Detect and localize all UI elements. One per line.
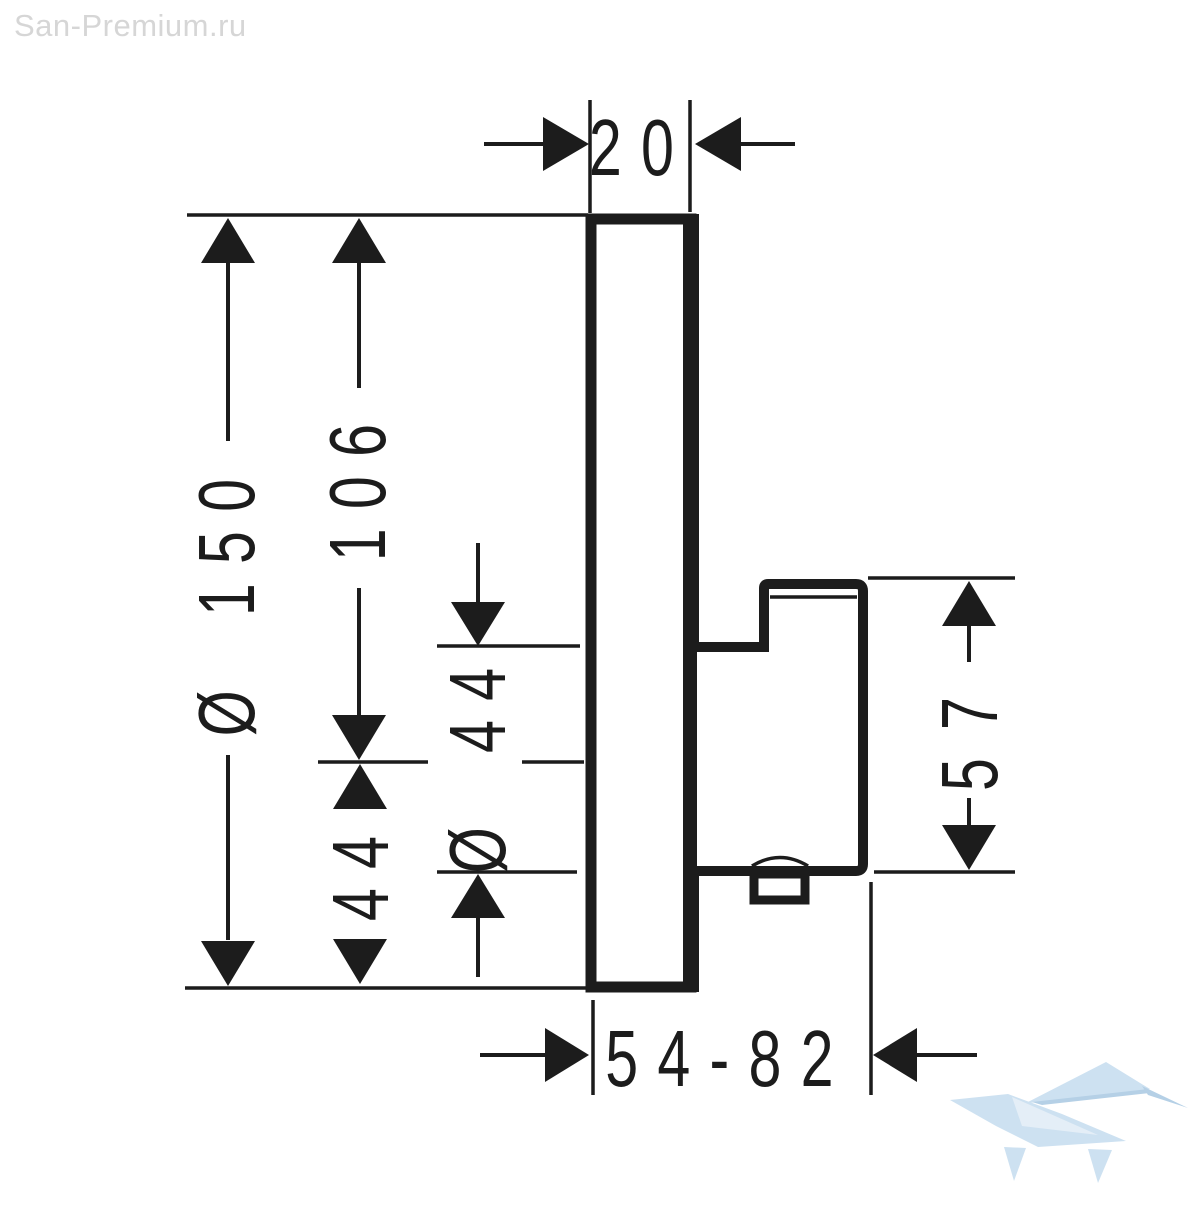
dim-plate-thickness-label: 20	[589, 102, 693, 192]
dim-plate-diameter-label: Ø 150	[181, 460, 271, 737]
arrow-right-icon	[545, 1028, 589, 1082]
dim-plate-diameter: Ø 150	[181, 218, 271, 986]
arrow-up-icon	[451, 874, 505, 918]
dim-top-to-center: 106	[312, 218, 402, 760]
arrow-down-icon	[332, 715, 386, 760]
dim-install-depth-label: 54-82	[605, 1013, 853, 1103]
arrow-up-icon	[201, 218, 255, 263]
logo-wing-tip	[1142, 1086, 1188, 1108]
logo-body-fold	[1012, 1097, 1098, 1135]
dim-body-height-label: 57	[924, 669, 1014, 791]
arrow-up-icon	[332, 218, 386, 263]
arrow-down-icon	[333, 939, 387, 984]
arrow-right-icon	[543, 117, 589, 171]
arrow-left-icon	[695, 117, 741, 171]
valve-bottom-arc	[751, 855, 809, 868]
arrow-down-icon	[201, 941, 255, 986]
watermark-text: San-Premium.ru	[14, 8, 247, 43]
valve-body-outline	[697, 579, 868, 876]
arrow-left-icon	[873, 1028, 917, 1082]
dim-install-depth: 54-82	[480, 1013, 977, 1103]
dim-plate-thickness: 20	[484, 102, 795, 192]
dim-top-to-center-label: 106	[312, 405, 402, 561]
escutcheon-plate	[585, 213, 699, 993]
logo-leg-right	[1088, 1149, 1112, 1183]
arrow-up-icon	[333, 764, 387, 809]
dim-center-to-bottom: 44	[315, 764, 405, 984]
arrow-down-icon	[942, 825, 996, 870]
escutcheon-plate-outline	[585, 213, 697, 993]
dim-body-height: 57	[924, 581, 1014, 870]
valve-body	[697, 579, 868, 905]
valve-bottom-tab	[749, 869, 810, 905]
dim-center-to-bottom-label: 44	[315, 817, 405, 921]
logo-origami-bird	[950, 1062, 1188, 1183]
arrow-down-icon	[451, 602, 505, 646]
arrow-up-icon	[942, 581, 996, 626]
extension-lines	[185, 100, 1015, 1095]
dim-body-diameter: Ø 44	[432, 543, 522, 977]
logo-leg-left	[1004, 1147, 1026, 1181]
logo-wing-underside	[1032, 1089, 1150, 1105]
dim-body-diameter-label: Ø 44	[432, 649, 522, 874]
